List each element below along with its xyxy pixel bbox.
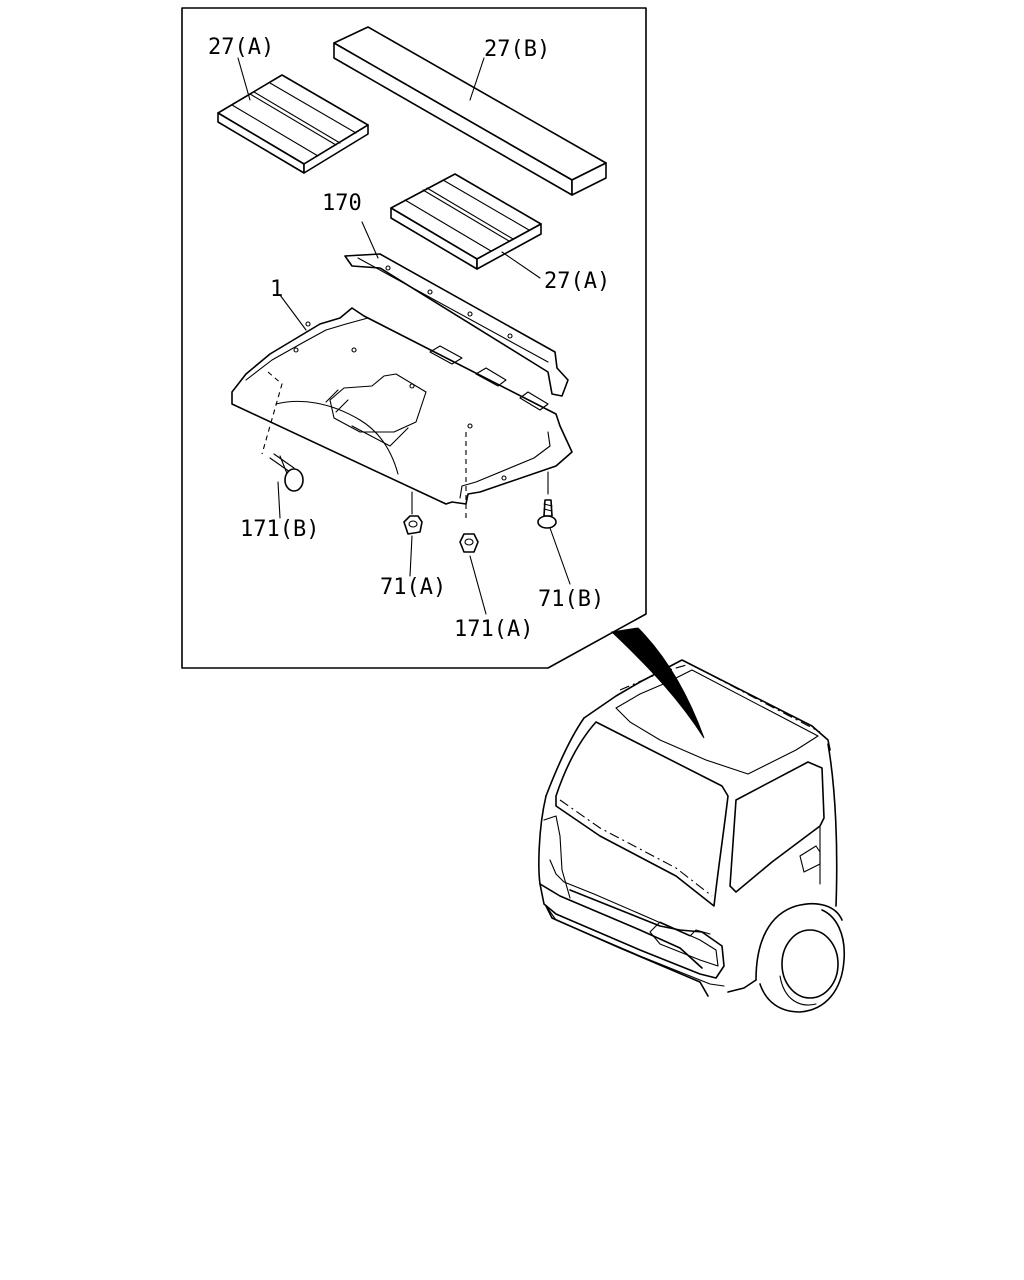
rail-170 [344, 253, 569, 397]
leader-lines [237, 57, 571, 615]
callout-170: 170 [322, 191, 362, 216]
screw-71b [537, 471, 557, 529]
pad-27a-mid [390, 173, 542, 270]
strip-27b [333, 26, 607, 196]
callout-27a-top: 27(A) [208, 35, 274, 60]
pad-27a-top [217, 74, 369, 174]
callout-27a-mid: 27(A) [544, 269, 610, 294]
truck-cab [538, 659, 846, 1013]
callout-71b: 71(B) [538, 587, 604, 612]
location-pointer-arrow [610, 627, 705, 739]
callout-71a: 71(A) [380, 575, 446, 600]
clip-171b [261, 371, 304, 492]
callout-27b: 27(B) [484, 37, 550, 62]
clip-171a [459, 432, 479, 553]
callout-1: 1 [270, 277, 283, 302]
callout-171b: 171(B) [240, 517, 319, 542]
detail-frame [181, 7, 647, 669]
roof-lining-1 [231, 307, 573, 505]
callout-171a: 171(A) [454, 617, 533, 642]
nut-71a [403, 491, 423, 535]
